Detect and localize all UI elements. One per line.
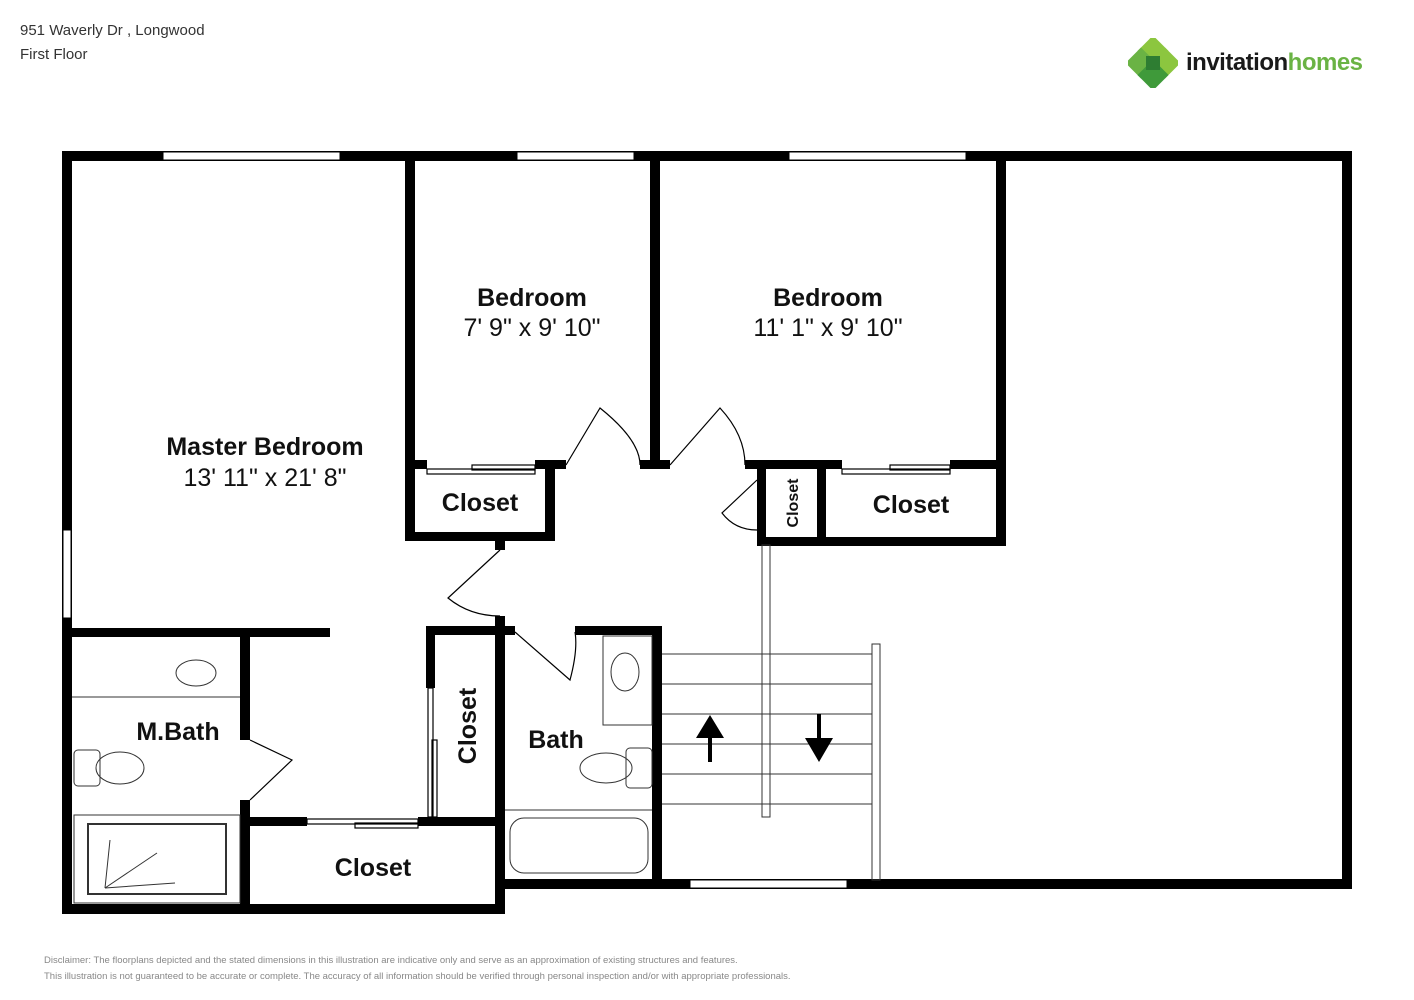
logo-mark-icon	[1128, 38, 1178, 88]
master-bath-label: M.Bath	[136, 718, 219, 746]
master-bedroom-label: Master Bedroom	[166, 433, 363, 461]
invitation-homes-logo: invitationhomes	[1128, 38, 1363, 88]
disclaimer-line1: Disclaimer: The floorplans depicted and …	[44, 955, 738, 966]
bedroom2-dims: 11' 1" x 9' 10"	[753, 314, 902, 342]
walls	[62, 151, 1352, 914]
fixtures	[72, 544, 881, 904]
logo-text-homes: homes	[1287, 49, 1363, 76]
closet-bottom-label: Closet	[335, 854, 412, 882]
doors	[249, 407, 951, 829]
bedroom2-label: Bedroom	[773, 284, 883, 312]
stairs	[662, 544, 881, 881]
closet2-label: Closet	[873, 491, 950, 519]
stair-arrows	[696, 714, 833, 762]
bath-label: Bath	[528, 726, 584, 754]
arrow-down-icon	[805, 714, 833, 762]
logo-text-invitation: invitation	[1186, 49, 1288, 76]
arrow-up-icon	[696, 715, 724, 762]
master-bedroom-dims: 13' 11" x 21' 8"	[183, 464, 346, 492]
closet1-label: Closet	[442, 489, 519, 517]
closet3-label: Closet	[785, 478, 802, 528]
windows	[62, 151, 967, 889]
bedroom1-label: Bedroom	[477, 284, 587, 312]
disclaimer-line2: This illustration is not guaranteed to b…	[44, 971, 791, 982]
closet-hall-label: Closet	[454, 687, 482, 764]
floor-name: First Floor	[20, 46, 88, 63]
address: 951 Waverly Dr , Longwood	[20, 22, 205, 39]
bedroom1-dims: 7' 9" x 9' 10"	[463, 314, 600, 342]
